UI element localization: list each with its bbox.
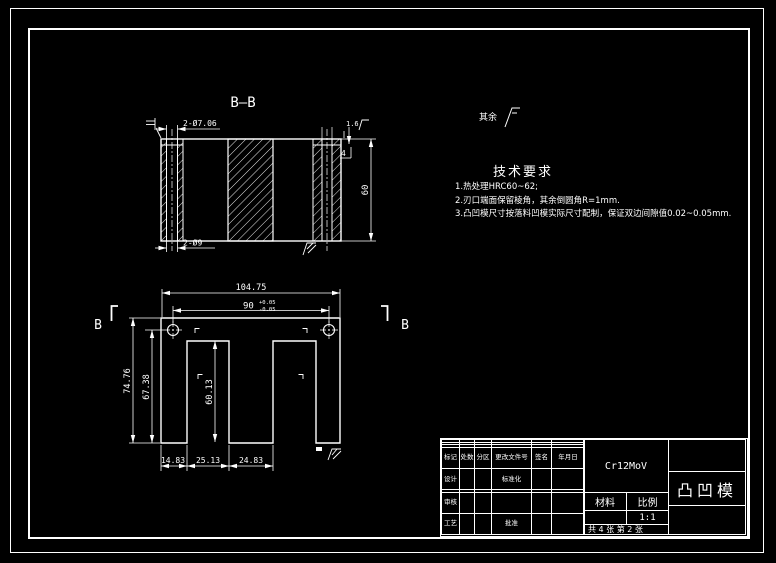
dim-left-leg-width: 14.83 [161,456,185,465]
roughness-plan-icon [327,448,342,461]
role-design: 设计 [441,467,460,491]
section-title: B—B [230,95,255,111]
dim-slot-width: 25.13 [196,456,220,465]
dim-hole-span: 90 [243,302,254,312]
dim-hole-span-tol-upper: +0.05 [259,300,276,306]
tech-requirement-3: 3.凸凹模尺寸按落料凹模实际尺寸配制，保证双边间隙值0.02~0.05mm. [455,209,732,219]
company-cell [668,439,746,472]
roughness-note-icon [504,107,521,128]
drawing-no-cell [668,505,746,535]
hdr-docno: 更改文件号 [491,446,532,469]
scale-label-cell: 比例 [626,492,669,511]
material-entry-cell [583,510,627,525]
tech-requirement-2: 2.刃口端面保留棱角，其余倒圆角R=1mm. [455,195,620,206]
section-view-svg: B—B [146,95,376,256]
dim-overall-height: 74.76 [123,368,133,394]
dim-overall-width: 104.75 [236,283,267,293]
hdr-count: 处数 [459,446,475,469]
hdr-date: 年月日 [551,446,585,469]
tech-requirement-1: 1.热处理HRC60~62; [455,182,539,192]
hdr-mark: 标记 [441,446,460,469]
hdr-sign: 签名 [531,446,552,469]
roughness-corner-icon [146,118,162,139]
corner-marks [194,328,308,379]
section-cut-marks [110,305,389,321]
section-geometry [160,127,342,242]
part-name-cell: 凸凹模 [668,471,746,506]
role-standardization: 标准化 [491,467,532,491]
revision-grid: 标记 处数 分区 更改文件号 签名 年月日 设计 标准化 审核 工艺 批准 [441,439,585,536]
plan-dimensions [129,289,341,471]
tech-requirements-title: 技术要求 [493,165,554,180]
scale-value-cell: 1:1 [626,510,669,525]
roughness-top-icon [358,119,369,131]
title-block: 标记 处数 分区 更改文件号 签名 年月日 设计 标准化 审核 工艺 批准 Cr… [440,438,748,537]
role-approve: 批准 [491,512,532,536]
outer-border [10,8,764,553]
dim-slot-depth: 60.13 [205,379,215,405]
sheet-info-cell: 共 4 张 第 2 张 [583,524,669,535]
roughness-note-text: 其余 [479,113,498,123]
roughness-bottom-icon [302,242,317,256]
general-roughness-note: 其余 [479,104,523,130]
dim-bottom-holes: 2-Ø9 [183,238,202,248]
role-review: 审核 [441,491,460,514]
dim-hole-to-bottom: 67.38 [142,374,152,400]
plan-view-svg: B B [94,283,409,471]
section-label-right: B [401,318,409,333]
hdr-zone: 分区 [474,446,492,469]
part-name: 凸凹模 [676,480,737,500]
dim-hole-span-tol-lower: -0.05 [259,307,276,313]
part-outline [160,317,341,444]
section-centerlines [171,129,328,251]
roughness-top-value: 1.6 [346,120,359,128]
scale-value: 1:1 [639,512,656,523]
scale-label: 比例 [637,498,658,509]
section-label-left: B [94,318,102,333]
sheet-info: 共 4 张 第 2 张 [588,525,643,534]
dim-step-depth: 4 [341,149,346,158]
material-label: 材料 [595,498,615,509]
inner-frame [28,28,750,539]
material-label-cell: 材料 [583,492,627,511]
weld-mark [316,447,322,451]
material-value: Cr12MoV [604,460,648,472]
role-process: 工艺 [441,512,460,536]
dim-top-holes: 2-Ø7.06 [183,118,217,128]
dim-center-leg-width: 24.83 [239,456,263,465]
mounting-holes [164,321,338,339]
material-value-cell: Cr12MoV [583,439,669,493]
dim-height: 60 [361,185,371,196]
tech-requirements: 技术要求 1.热处理HRC60~62; 2.刃口端面保留棱角，其余倒圆角R=1m… [455,161,767,221]
